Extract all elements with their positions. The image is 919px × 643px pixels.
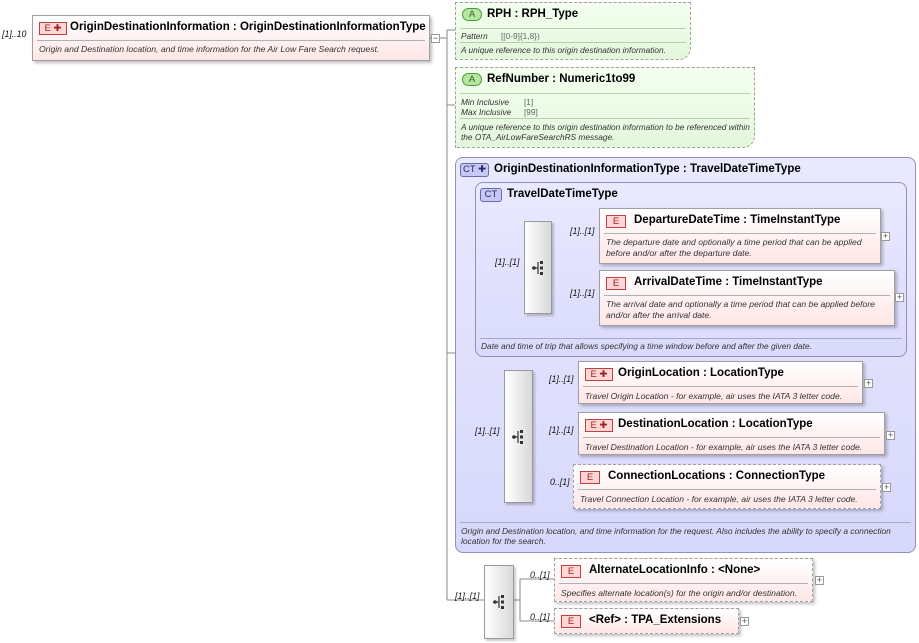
- element-arrivaldatetime[interactable]: E ArrivalDateTime : TimeInstantType The …: [599, 270, 895, 326]
- sequence-compositor[interactable]: [504, 370, 533, 503]
- expand-icon[interactable]: +: [882, 482, 891, 492]
- cardinality-label: 0..[1]: [550, 477, 570, 487]
- attribute-title: RefNumber : Numeric1to99: [487, 73, 636, 85]
- facet-value: [[0-9]{1,8}): [501, 31, 540, 41]
- element-connectionlocations[interactable]: E ConnectionLocations : ConnectionType T…: [573, 464, 881, 509]
- facet-label: Max Inclusive: [461, 107, 512, 117]
- inner-complex-type-doc: Date and time of trip that allows specif…: [481, 341, 812, 351]
- expand-icon[interactable]: +: [886, 430, 895, 440]
- element-originlocation[interactable]: E ✚ OriginLocation : LocationType Travel…: [578, 361, 863, 404]
- facet-value: [99]: [524, 107, 538, 117]
- cardinality-label: [1]..[1]: [495, 257, 520, 267]
- element-badge-icon: E ✚: [585, 368, 613, 381]
- element-doc: Travel Origin Location - for example, ai…: [585, 391, 843, 401]
- element-title: <Ref> : TPA_Extensions: [589, 614, 722, 626]
- cardinality-label: [1]..[1]: [549, 374, 574, 384]
- sequence-icon: [512, 430, 523, 444]
- sequence-compositor[interactable]: [524, 221, 552, 314]
- complex-type-title: OriginDestinationInformationType : Trave…: [494, 163, 801, 175]
- root-cardinality: [1]..10: [2, 29, 27, 39]
- expand-icon[interactable]: +: [881, 231, 890, 241]
- expand-icon[interactable]: +: [815, 575, 824, 585]
- element-badge-icon: E: [606, 215, 626, 228]
- inner-complex-type-title: TravelDateTimeType: [507, 188, 618, 200]
- root-element-title: OriginDestinationInformation : OriginDes…: [70, 21, 426, 33]
- cardinality-label: [1]..[1]: [570, 288, 595, 298]
- complex-type-doc: Origin and Destination location, and tim…: [461, 526, 891, 546]
- attribute-title: RPH : RPH_Type: [487, 8, 579, 20]
- complex-type-badge-icon: CT ✚: [460, 163, 489, 177]
- element-title: OriginLocation : LocationType: [618, 367, 784, 379]
- element-badge-icon: E: [606, 277, 626, 290]
- element-departuredatetime[interactable]: E DepartureDateTime : TimeInstantType Th…: [599, 208, 881, 264]
- element-badge-icon: E ✚: [39, 22, 67, 35]
- cardinality-label: 0..[1]: [530, 612, 550, 622]
- element-badge-icon: E: [580, 471, 600, 484]
- element-alternatelocationinfo[interactable]: E AlternateLocationInfo : <None> Specifi…: [554, 558, 813, 602]
- expand-icon[interactable]: +: [895, 292, 904, 302]
- facet-label: Pattern: [461, 31, 488, 41]
- attribute-badge-icon: A: [462, 73, 482, 86]
- cardinality-label: [1]..[1]: [455, 591, 480, 601]
- element-doc: Travel Destination Location - for exampl…: [585, 442, 863, 452]
- element-title: AlternateLocationInfo : <None>: [589, 564, 761, 576]
- element-title: DepartureDateTime : TimeInstantType: [634, 214, 841, 226]
- element-type: OriginDestinationInformationType: [239, 21, 426, 33]
- element-tpa-extensions-ref[interactable]: E <Ref> : TPA_Extensions: [554, 608, 739, 634]
- element-badge-icon: E: [561, 565, 581, 578]
- complex-type-badge-icon: CT: [480, 188, 502, 202]
- element-doc: The departure date and optionally a time…: [606, 237, 862, 258]
- sequence-compositor[interactable]: [484, 565, 514, 639]
- facet-value: [1]: [524, 97, 534, 107]
- element-doc: Specifies alternate location(s) for the …: [561, 588, 797, 598]
- cardinality-label: [1]..[1]: [475, 426, 500, 436]
- facet-label: Min Inclusive: [461, 97, 509, 107]
- attribute-rph[interactable]: A RPH : RPH_Type Pattern [[0-9]{1,8}) A …: [455, 2, 691, 60]
- element-title: ConnectionLocations : ConnectionType: [608, 470, 826, 482]
- element-badge-icon: E: [561, 615, 581, 628]
- expand-icon[interactable]: +: [864, 378, 873, 388]
- element-doc: The arrival date and optionally a time p…: [606, 299, 875, 320]
- element-destinationlocation[interactable]: E ✚ DestinationLocation : LocationType T…: [578, 412, 885, 455]
- attribute-doc: A unique reference to this origin destin…: [461, 45, 666, 55]
- root-element-doc: Origin and Destination location, and tim…: [39, 44, 380, 54]
- element-name: OriginDestinationInformation: [70, 21, 230, 33]
- element-title: ArrivalDateTime : TimeInstantType: [634, 276, 823, 288]
- sequence-icon: [532, 261, 543, 275]
- element-badge-icon: E ✚: [585, 419, 613, 432]
- sequence-icon: [493, 595, 504, 609]
- cardinality-label: [1]..[1]: [549, 425, 574, 435]
- attribute-badge-icon: A: [462, 8, 482, 21]
- expand-icon[interactable]: +: [740, 616, 749, 626]
- cardinality-label: 0..[1]: [530, 570, 550, 580]
- root-collapse-icon[interactable]: −: [431, 33, 440, 43]
- cardinality-label: [1]..[1]: [570, 226, 595, 236]
- element-title: DestinationLocation : LocationType: [618, 418, 813, 430]
- attribute-refnumber[interactable]: A RefNumber : Numeric1to99 Min Inclusive…: [455, 67, 755, 148]
- element-doc: Travel Connection Location - for example…: [580, 494, 858, 504]
- root-element-node[interactable]: E ✚ OriginDestinationInformation : Origi…: [32, 15, 430, 61]
- attribute-doc: A unique reference to this origin destin…: [461, 122, 750, 142]
